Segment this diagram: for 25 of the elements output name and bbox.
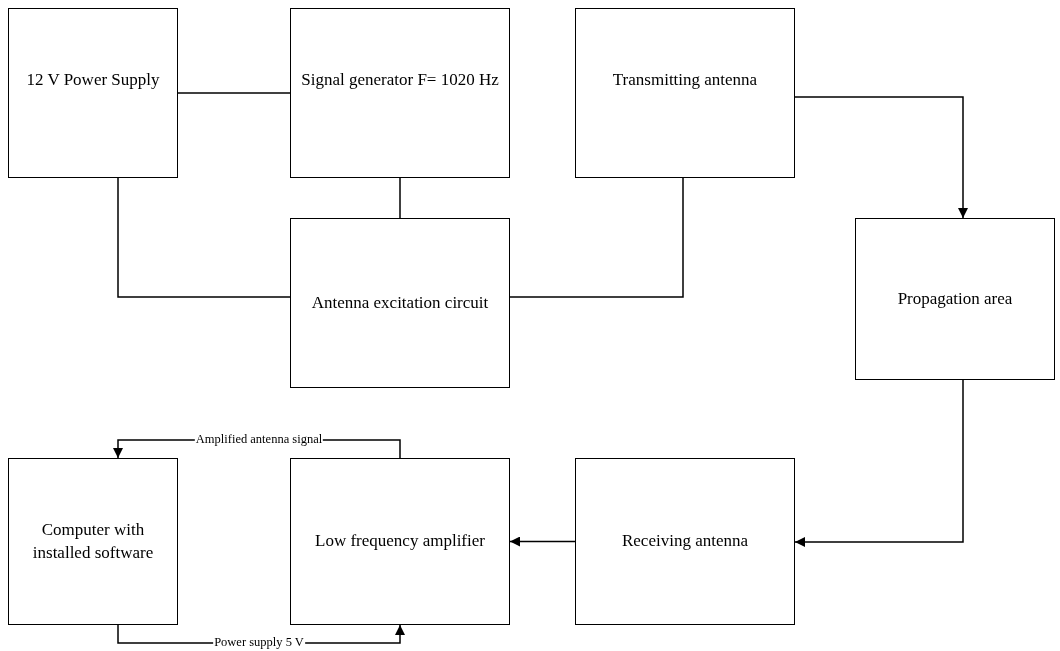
block-label: Propagation area xyxy=(897,287,1013,310)
block-box xyxy=(575,8,795,178)
block-box xyxy=(290,8,510,178)
block-box xyxy=(8,8,178,178)
arrow xyxy=(794,96,968,219)
block-label: Transmitting antenna xyxy=(612,69,758,91)
block-label: Signal generator F= 1020 Hz xyxy=(301,69,499,91)
block-label: Computer with installed software xyxy=(31,518,155,564)
block-box xyxy=(575,458,795,625)
block-label: Antenna excitation circuit xyxy=(311,291,489,314)
block-label: Low frequency amplifier xyxy=(315,530,485,553)
block-box xyxy=(290,458,510,625)
block-box xyxy=(855,218,1055,380)
arrow xyxy=(794,379,964,547)
connector-line xyxy=(399,177,401,219)
connector-line xyxy=(177,92,291,94)
arrow xyxy=(509,536,576,547)
connector-line xyxy=(117,177,291,298)
block-label: 12 V Power Supply xyxy=(26,69,160,91)
block-box xyxy=(290,218,510,388)
edge-label: Power supply 5 V xyxy=(213,636,305,650)
edge-label: Amplified antenna signal xyxy=(194,433,324,447)
connector-line xyxy=(509,177,684,298)
block-box xyxy=(8,458,178,625)
block-label: Receiving antenna xyxy=(622,530,748,553)
